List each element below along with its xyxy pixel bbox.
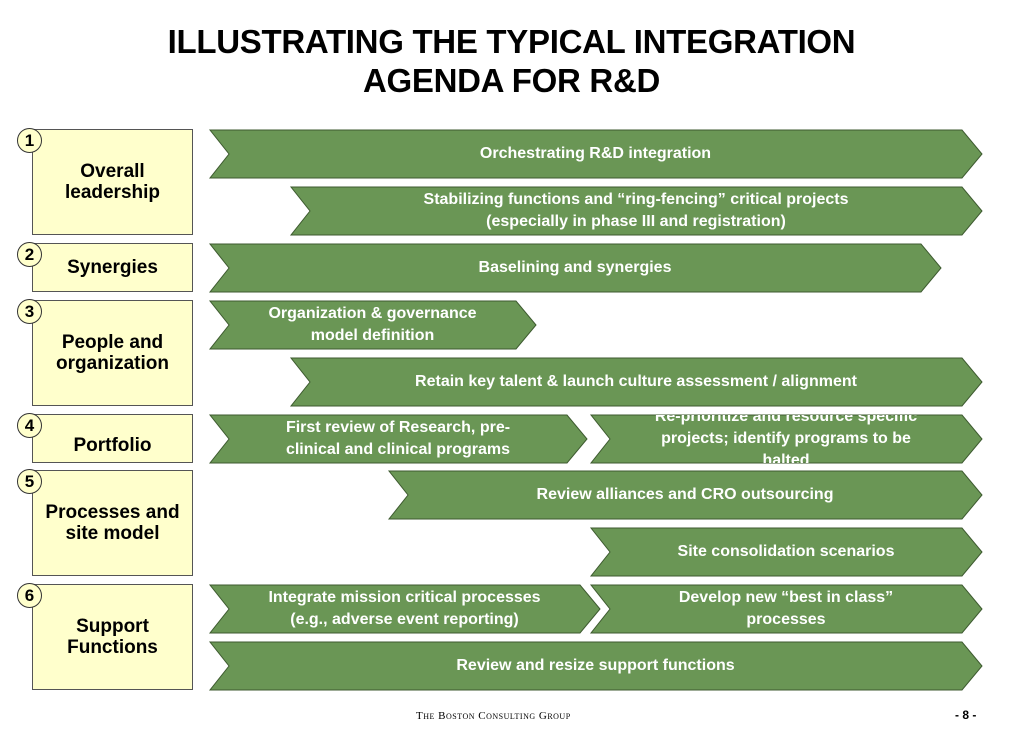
row-number-badge: 3: [17, 299, 42, 324]
row-label-portfolio: Portfolio: [32, 414, 193, 463]
row-number-badge: 1: [17, 128, 42, 153]
arrow-retain-key-talent: Retain key talent & launch culture asses…: [415, 373, 857, 390]
arrow-shape: [589, 584, 983, 634]
row-number-badge: 6: [17, 583, 42, 608]
arrow-first-review-programs: First review of Research, pre- clinical …: [285, 419, 511, 458]
title-line-2: AGENDA FOR R&D: [362, 62, 661, 99]
row-number-badge: 5: [17, 469, 42, 494]
arrow-shape: [589, 527, 983, 577]
arrow-reprioritize-projects: Re-prioritize and resource specific proj…: [654, 415, 918, 463]
arrow-shape: [289, 357, 983, 407]
row-number-badge: 4: [17, 413, 42, 438]
arrow-orchestrating-integration: Orchestrating R&D integration: [479, 145, 712, 162]
arrow-site-consolidation: Site consolidation scenarios: [677, 543, 895, 560]
arrow-shape: [208, 641, 983, 691]
row-label-support-functions: Support Functions: [32, 584, 193, 690]
footer-logo: The Boston Consulting Group: [416, 710, 571, 722]
row-label-synergies: Synergies: [32, 243, 193, 292]
arrow-review-support-functions: Review and resize support functions: [456, 657, 735, 674]
row-number-badge: 2: [17, 242, 42, 267]
page-title: ILLUSTRATING THE TYPICAL INTEGRATION AGE…: [0, 22, 1023, 100]
arrow-stabilizing-functions: Stabilizing functions and “ring-fencing”…: [423, 191, 849, 230]
arrow-integrate-processes: Integrate mission critical processes (e.…: [268, 589, 541, 628]
arrow-shape: [208, 129, 983, 179]
arrow-shape: [208, 243, 942, 293]
arrow-review-alliances: Review alliances and CRO outsourcing: [536, 486, 834, 503]
arrow-shape: [208, 300, 537, 350]
arrow-shape: [208, 414, 588, 464]
title-line-1: ILLUSTRATING THE TYPICAL INTEGRATION: [167, 23, 856, 60]
arrow-shape: [387, 470, 983, 520]
arrow-shape: [289, 186, 983, 236]
page-number: - 8 -: [955, 708, 977, 722]
arrow-shape: [208, 584, 601, 634]
row-label-processes-site-model: Processes and site model: [32, 470, 193, 576]
arrow-baselining-synergies: Baselining and synergies: [478, 259, 672, 276]
arrow-organization-governance: Organization & governance model definiti…: [268, 305, 477, 344]
arrow-develop-best-in-class: Develop new “best in class” processes: [678, 589, 894, 628]
row-label-people-organization: People and organization: [32, 300, 193, 406]
arrow-shape: [589, 414, 983, 464]
row-label-overall-leadership: Overall leadership: [32, 129, 193, 235]
